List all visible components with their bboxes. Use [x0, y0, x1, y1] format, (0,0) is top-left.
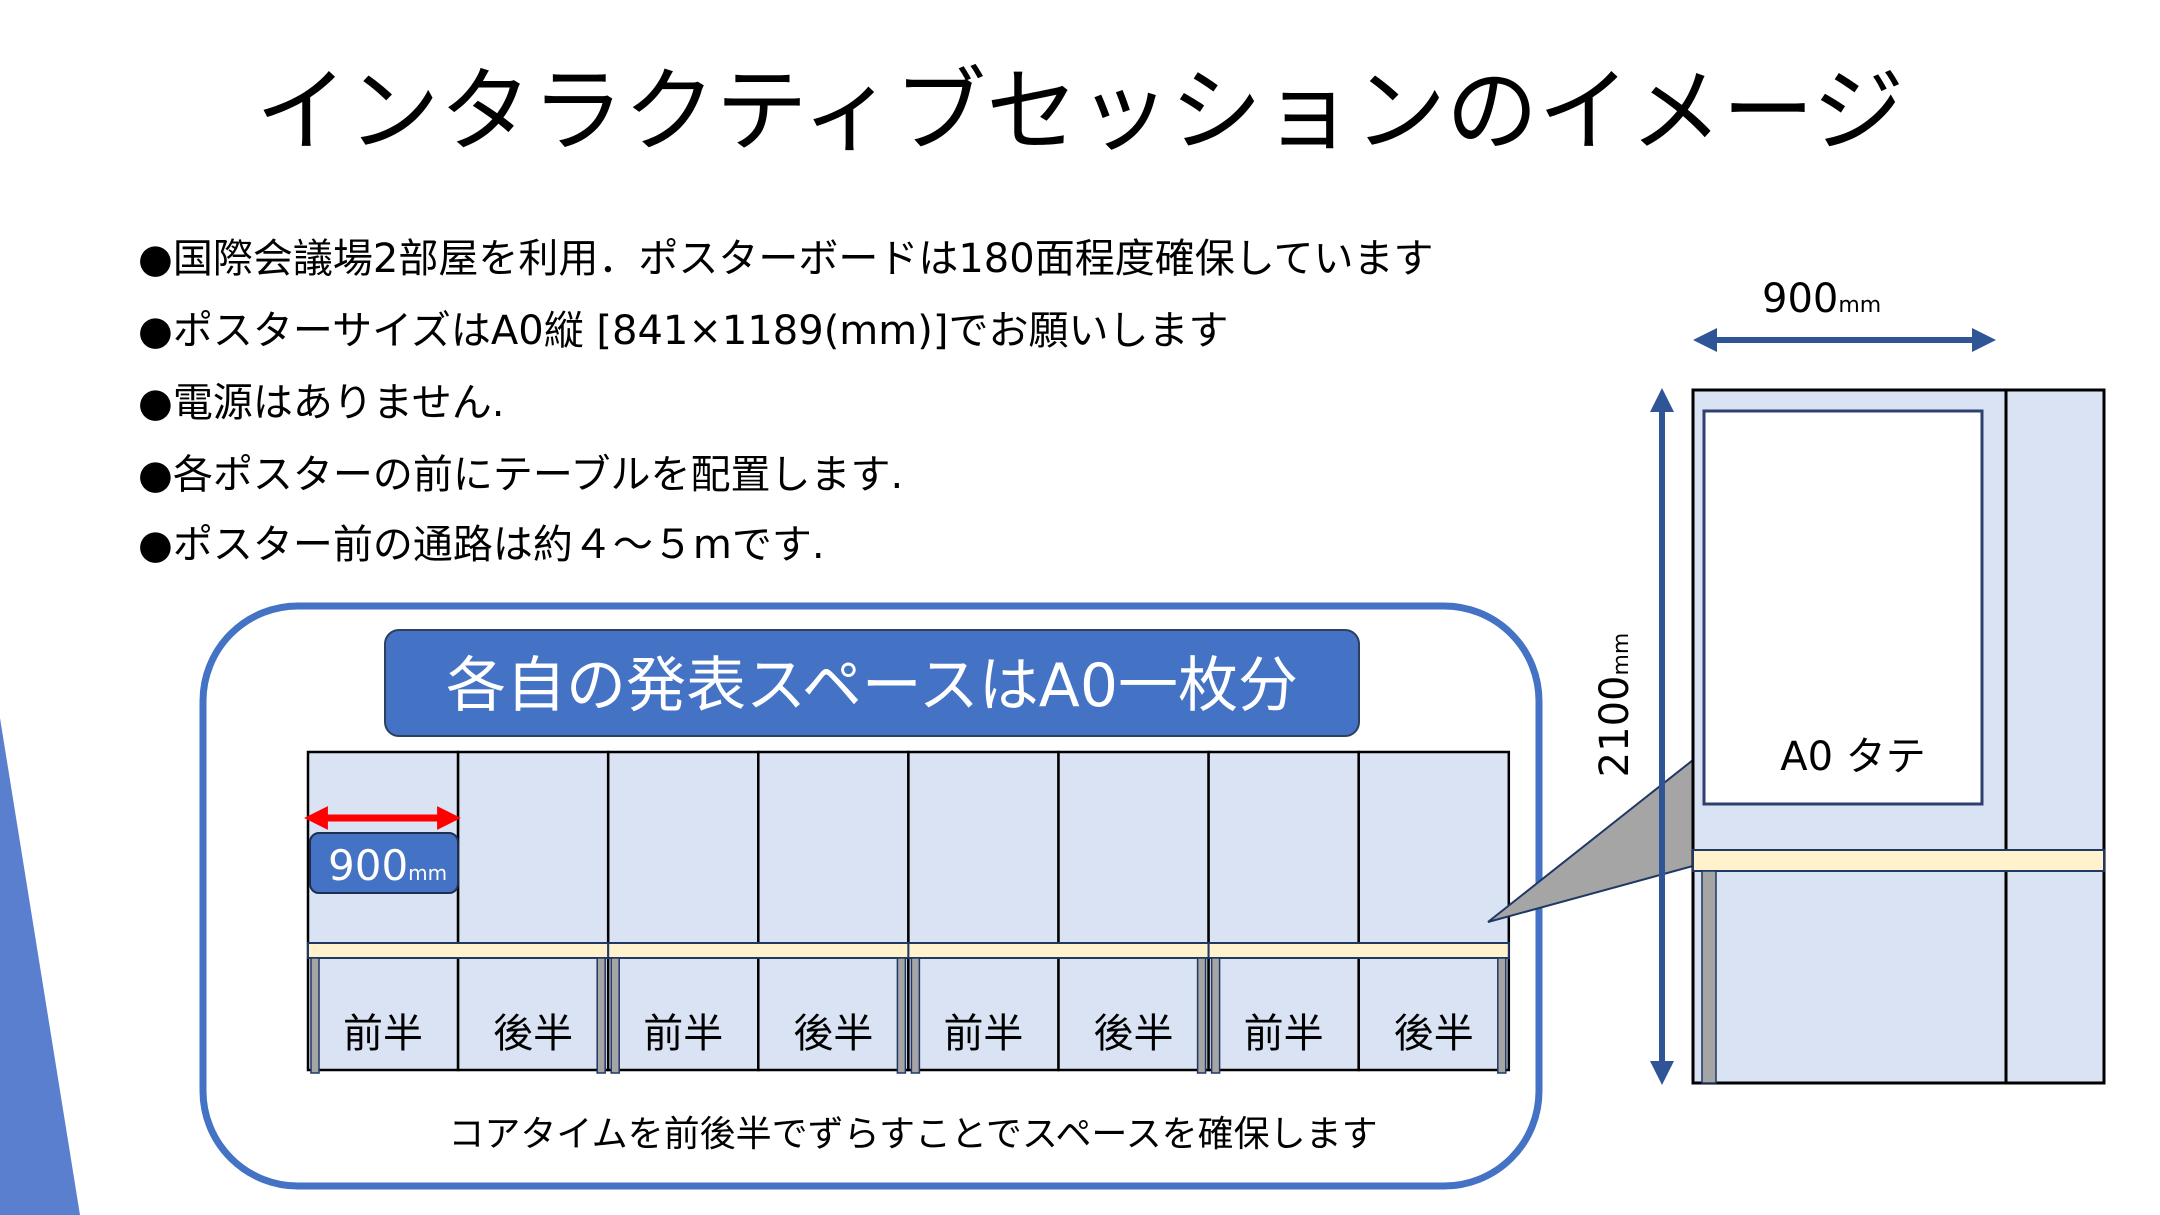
bullet-item: ●ポスター前の通路は約４～５mです. — [138, 522, 825, 568]
poster-board — [306, 750, 460, 1072]
table-leg — [1701, 870, 1717, 1084]
table-leg — [896, 957, 907, 1074]
slot-label: 前半 — [943, 1011, 1023, 1057]
slot-label: 前半 — [643, 1011, 723, 1057]
panel-caption: コアタイムを前後半でずらすことでスペースを確保します — [448, 1114, 1377, 1155]
a0-poster — [1702, 409, 1984, 806]
bullet-item: ●電源はありません. — [138, 380, 504, 426]
table-leg — [310, 957, 320, 1074]
table-strip — [1692, 849, 2105, 872]
poster-board — [1357, 750, 1511, 1072]
poster-board — [907, 750, 1060, 1072]
decorative-corner-triangle — [0, 718, 80, 1215]
bullet-list: ●国際会議場2部屋を利用．ポスターボードは180面程度確保しています ●ポスター… — [138, 236, 1434, 568]
slot-label: 後半 — [1394, 1011, 1474, 1057]
board-detail: A0 タテ — [1691, 388, 2106, 1085]
poster-board — [757, 750, 910, 1072]
table-strip — [907, 942, 1210, 959]
poster-board-row: 前半 後半 前半 後半 前半 後半 前半 後半 — [306, 750, 1511, 1074]
slot-label: 前半 — [343, 1011, 423, 1057]
banner-text: 各自の発表スペースはA0一枚分 — [446, 651, 1298, 721]
slot-label: 前半 — [1244, 1011, 1324, 1057]
page-title: インタラクティブセッションのイメージ — [256, 58, 1905, 165]
width-label: 900mm — [1762, 276, 1881, 322]
width-badge-text: 900mm — [328, 841, 447, 890]
table-leg — [610, 957, 620, 1074]
poster-board — [1207, 750, 1360, 1072]
table-leg — [1210, 957, 1221, 1074]
table-strip — [307, 942, 610, 959]
table-leg — [910, 957, 921, 1074]
table-leg — [1497, 957, 1507, 1074]
slot-label: 後半 — [1094, 1011, 1174, 1057]
table-leg — [1196, 957, 1207, 1074]
table-strip — [1207, 942, 1510, 959]
slot-label: 後半 — [493, 1011, 573, 1057]
slot-label: 後半 — [793, 1011, 873, 1057]
poster-board — [1057, 750, 1210, 1072]
width-badge — [309, 832, 459, 894]
height-label: 2100mm — [1592, 633, 1638, 778]
bullet-item: ●国際会議場2部屋を利用．ポスターボードは180面程度確保しています — [138, 236, 1434, 282]
poster-label: A0 タテ — [1780, 734, 1926, 780]
bullet-item: ●各ポスターの前にテーブルを配置します. — [138, 452, 903, 498]
table-strip — [607, 942, 910, 959]
table-leg — [596, 957, 606, 1074]
banner-box — [384, 629, 1360, 737]
bullet-item: ●ポスターサイズはA0縦 [841×1189(mm)]でお願いします — [138, 308, 1228, 354]
